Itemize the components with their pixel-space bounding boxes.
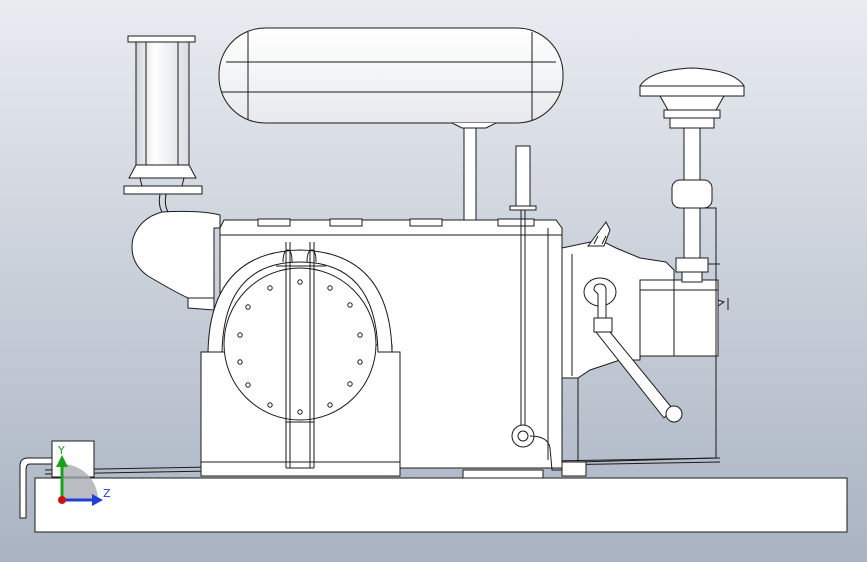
- intake-elbow: [583, 277, 683, 423]
- flywheel-housing: [207, 249, 393, 353]
- lifting-rods: [276, 242, 326, 469]
- gear-case: [561, 239, 675, 477]
- base-plate: [34, 477, 848, 533]
- cover-bolts: [237, 279, 363, 415]
- exhaust-stack: [123, 35, 203, 213]
- triad-z-label: Z: [103, 487, 111, 500]
- fuel-tank: [218, 27, 564, 223]
- triad-y-label: Y: [57, 444, 65, 457]
- flywheel-cover: [223, 267, 377, 421]
- air-filter: [639, 67, 745, 283]
- dipstick: [509, 145, 586, 471]
- triad-quadrant: [62, 464, 98, 500]
- exhaust-manifold: [131, 210, 221, 311]
- decompression-lever: [587, 221, 611, 247]
- governor-housing: [639, 279, 729, 357]
- coordinate-triad: Y Z: [51, 440, 111, 506]
